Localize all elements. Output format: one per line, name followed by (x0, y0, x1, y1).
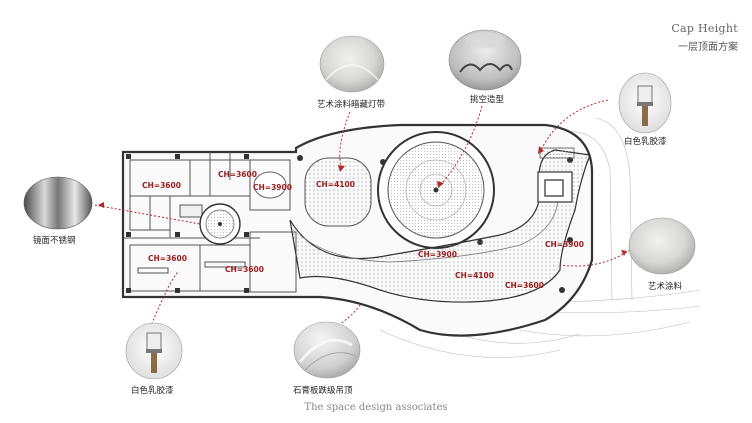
material-label-art-paint-cove: 艺术涂料暗藏灯带 (317, 100, 386, 110)
swatch-white-latex-top (618, 72, 672, 134)
material-label-white-latex-bottom: 白色乳胶漆 (131, 386, 174, 396)
swatch-hollow-shape (448, 29, 522, 91)
oval-ceiling-large (304, 157, 372, 227)
ch-label-band-right: CH=3600 (505, 281, 544, 290)
curved-band (289, 149, 591, 303)
ch-label-stair: CH=3600 (218, 170, 257, 179)
ch-label-east: CH=3900 (545, 240, 584, 249)
ch-label-oval-small: CH=3900 (253, 183, 292, 192)
swatch-white-latex-bottom (125, 322, 183, 380)
oval-ceiling-small (253, 171, 287, 199)
ch-label-oval-large: CH=4100 (316, 180, 355, 189)
material-label-gypsum-tier: 石膏板跌级吊顶 (293, 386, 353, 396)
west-rooms (124, 152, 297, 293)
ch-label-west-top: CH=3600 (142, 181, 181, 190)
material-label-hollow-shape: 挑空造型 (470, 95, 505, 105)
ch-label-band-mid: CH=4100 (455, 271, 494, 280)
round-stair (199, 203, 241, 245)
swatch-art-paint (628, 217, 696, 275)
curved-band-inner (299, 199, 559, 263)
footer-credit: The space design associates (304, 402, 448, 413)
east-stair (537, 147, 575, 203)
material-label-art-paint: 艺术涂料 (648, 282, 683, 292)
ch-label-dome: CH=3900 (418, 250, 457, 259)
dome-hollow (377, 131, 495, 249)
swatch-gypsum-tier (293, 321, 361, 379)
swatch-mirror-steel (23, 176, 93, 230)
swatch-art-paint-cove (319, 35, 385, 93)
title-chinese: 一层顶面方案 (678, 42, 738, 53)
ch-label-west-bottom: CH=3600 (148, 254, 187, 263)
title-english: Cap Height (671, 22, 738, 35)
ch-label-center-bottom: CH=3600 (225, 265, 264, 274)
material-label-white-latex-top: 白色乳胶漆 (624, 137, 667, 147)
material-label-mirror-steel: 镜面不锈钢 (33, 236, 76, 246)
